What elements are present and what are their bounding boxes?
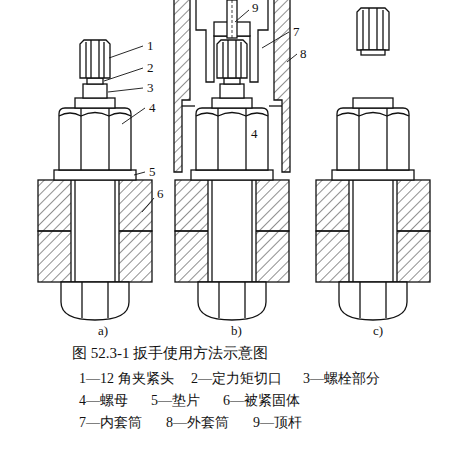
callout-number: 7 [292, 24, 301, 39]
key-entry: 4—螺母 [78, 392, 129, 409]
callout-number: 6 [156, 186, 165, 201]
key-entry: 3—螺栓部分 [302, 370, 381, 387]
key-entry: 1—12 角夹紧头 [78, 370, 175, 387]
callout-number: 3 [146, 80, 155, 95]
key-entry: 5—垫片 [150, 392, 201, 409]
callout-number: 1 [146, 38, 155, 53]
figure-caption: 图 52.3-1 扳手使用方法示意图 [72, 344, 268, 362]
key-entry: 7—内套筒 [78, 414, 143, 431]
callout-number: 9 [251, 0, 260, 15]
key-entry: 9—顶杆 [252, 414, 303, 431]
subfigure-label: c) [372, 323, 384, 338]
subfigure-label: b) [230, 323, 243, 338]
callout-number: 4 [250, 126, 259, 141]
key-entry: 6—被紧固体 [222, 392, 301, 409]
callout-number: 2 [146, 60, 155, 75]
key-entry: 2—定力矩切口 [190, 370, 283, 387]
callout-number: 5 [148, 164, 157, 179]
subfigure-label: a) [97, 323, 109, 338]
key-entry: 8—外套筒 [165, 414, 230, 431]
callout-number: 8 [299, 46, 308, 61]
callout-number: 4 [148, 100, 157, 115]
